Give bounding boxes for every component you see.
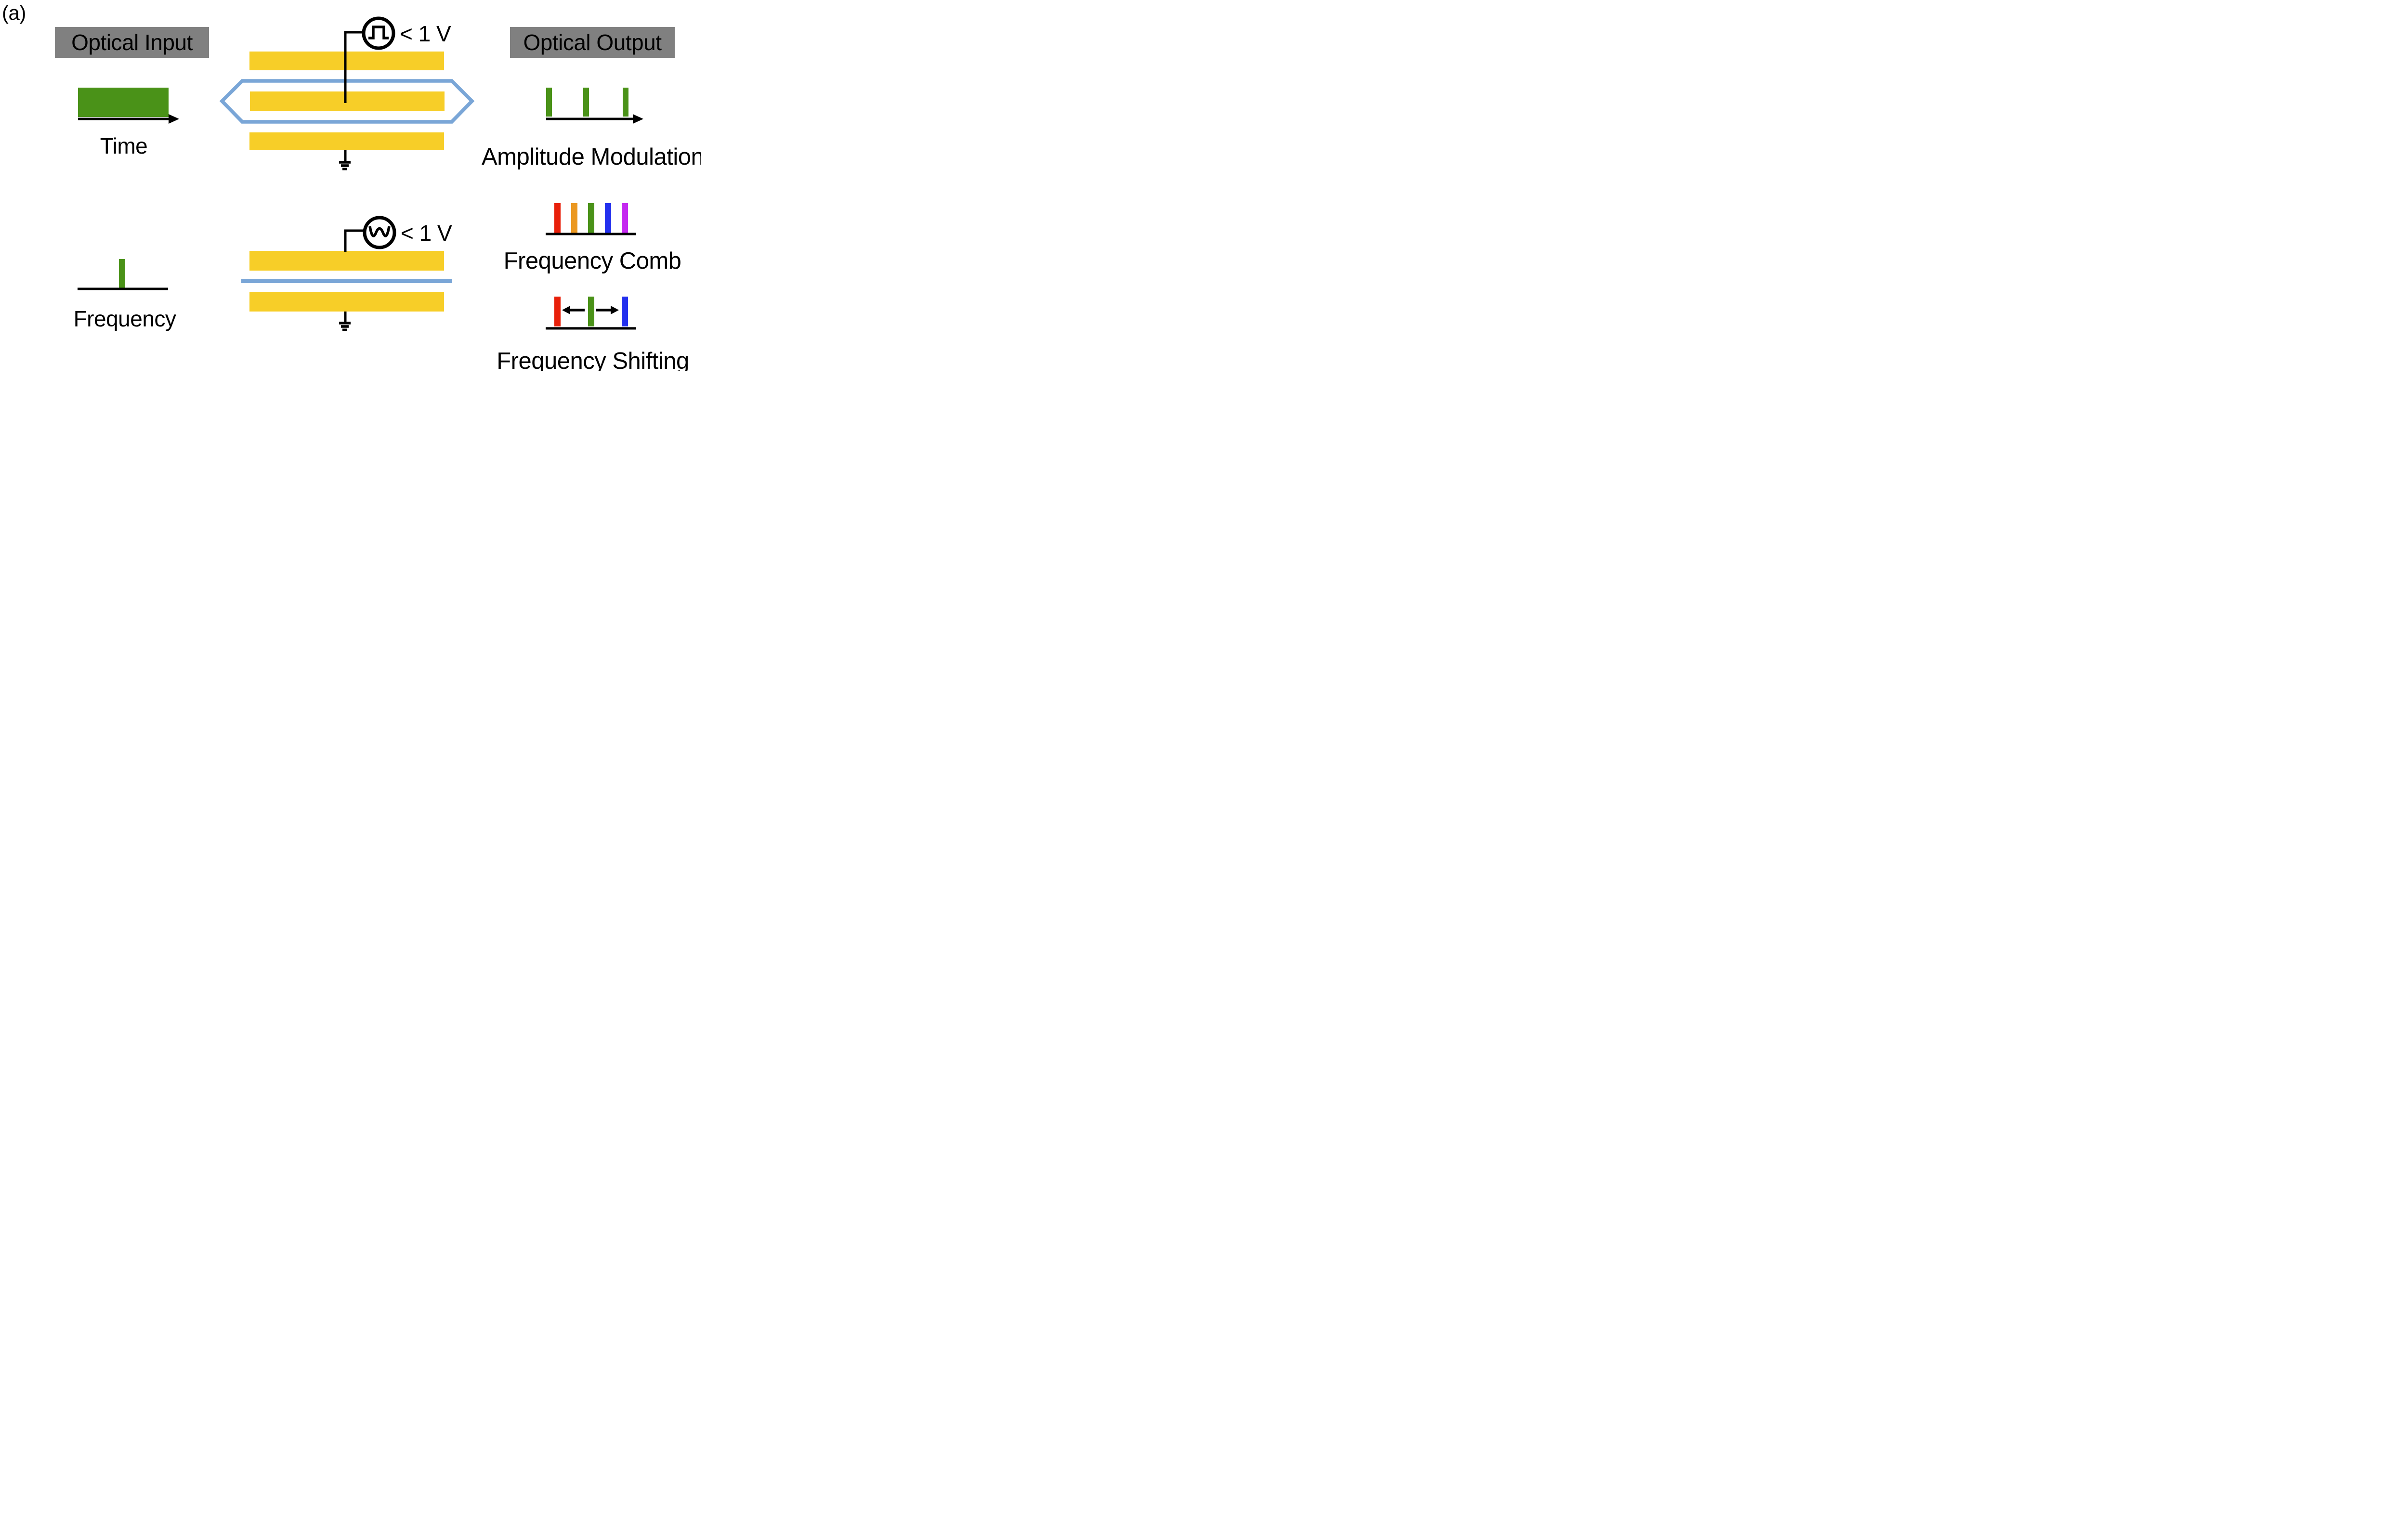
single-frequency-line xyxy=(119,259,125,289)
square-pulse-source-icon xyxy=(362,16,395,50)
frequency-shifting-label: Frequency Shifting xyxy=(497,348,689,371)
comb-line xyxy=(605,203,611,233)
electrode-ground-bottom xyxy=(249,132,444,150)
shift-right-arrow xyxy=(596,306,619,314)
frequency-comb-label: Frequency Comb xyxy=(503,248,681,274)
output-pulse xyxy=(546,88,552,117)
electrode-ground-bottom-device xyxy=(249,292,444,312)
comb-line xyxy=(622,203,628,233)
optical-input-title: Optical Input xyxy=(55,27,209,58)
ground-symbol-bottom xyxy=(339,312,351,331)
time-axis-label: Time xyxy=(100,133,148,158)
amplitude-output-axis-arrow xyxy=(546,114,643,124)
straight-waveguide xyxy=(241,279,452,283)
electrode-signal-bottom-device xyxy=(249,251,444,271)
figure-panel-a: (a) Optical Input Optical Output Time Fr… xyxy=(0,0,701,371)
cw-input-block xyxy=(78,88,169,117)
panel-label: (a) xyxy=(2,1,26,24)
electrode-ground-top xyxy=(249,52,444,70)
optical-output-title: Optical Output xyxy=(510,27,675,58)
bottom-electrode-feed-line xyxy=(344,229,365,252)
ground-symbol-top xyxy=(339,150,351,170)
shift-left-arrow xyxy=(562,306,585,314)
shifted-line xyxy=(554,297,561,326)
comb-line xyxy=(554,203,561,233)
frequency-axis-label: Frequency xyxy=(73,306,176,331)
comb-line xyxy=(588,203,594,233)
voltage-label-top: < 1 V xyxy=(400,21,451,46)
output-pulse xyxy=(583,88,589,117)
output-pulse xyxy=(623,88,628,117)
voltage-label-bottom: < 1 V xyxy=(401,221,452,246)
sine-wave-source-icon xyxy=(363,216,396,249)
amplitude-modulation-label: Amplitude Modulation xyxy=(482,144,701,170)
shifted-line xyxy=(588,297,594,326)
electrode-signal-middle xyxy=(250,91,445,111)
shifted-line xyxy=(622,297,628,326)
comb-line xyxy=(571,203,577,233)
